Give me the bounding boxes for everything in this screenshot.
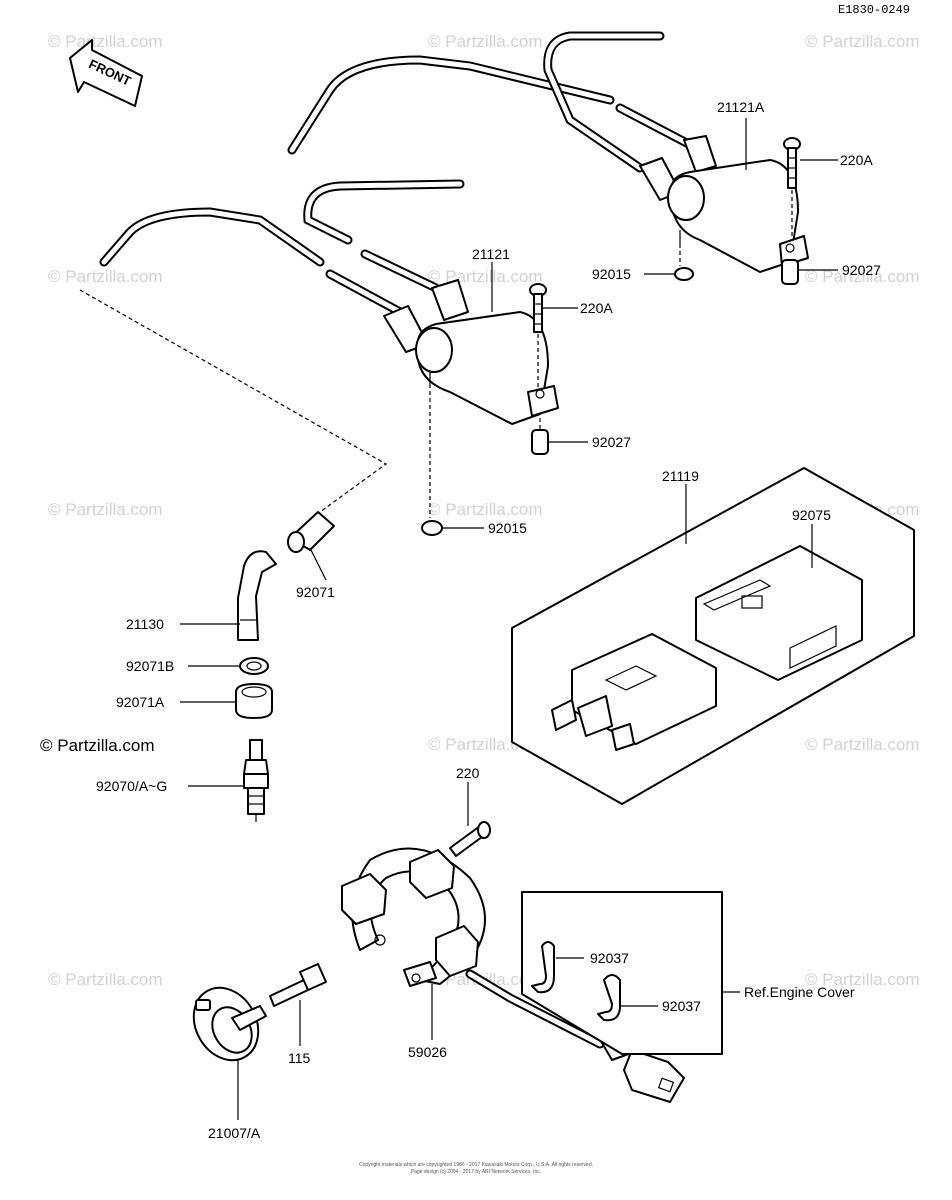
pickup-coil-59026 [341, 847, 685, 1103]
spark-plug-92070 [243, 739, 269, 822]
label-92071A: 92071A [116, 694, 165, 710]
grommet-92015-upper [674, 244, 694, 281]
routing-line [79, 289, 388, 513]
watermark: © Partzilla.com [48, 970, 163, 989]
label-ref-engine-cover: Ref.Engine Cover [744, 984, 855, 1000]
ignition-coil-upper [287, 31, 809, 273]
label-21119: 21119 [662, 468, 699, 484]
watermark: © Partzilla.com [428, 32, 543, 51]
label-220A-upper: 220A [840, 152, 873, 168]
copyright-footer: Copyright materials which are copyrighte… [359, 1162, 593, 1175]
copyright-line-2: Page design (c) 2004 - 2017 by ARI Netwo… [411, 1169, 541, 1175]
label-115: 115 [288, 1050, 311, 1066]
collar-92027-upper [781, 259, 799, 285]
label-220A-middle: 220A [580, 300, 613, 316]
washer-92071B [239, 657, 269, 675]
diagram-code: E1830-0249 [838, 3, 910, 17]
label-92071: 92071 [296, 584, 335, 600]
label-21121: 21121 [472, 246, 510, 262]
leader-lines [180, 118, 838, 1120]
label-59026: 59026 [408, 1044, 447, 1060]
label-21007: 21007/A [208, 1125, 261, 1141]
ignition-coil-middle [99, 179, 559, 425]
label-92027-middle: 92027 [592, 434, 631, 450]
collar-92027-middle [531, 418, 549, 455]
rotor-21007 [192, 986, 267, 1062]
watermark-main: © Partzilla.com [40, 736, 155, 755]
watermark: © Partzilla.com [428, 500, 543, 519]
label-92075: 92075 [792, 507, 831, 523]
watermark: © Partzilla.com [805, 970, 920, 989]
label-92071B: 92071B [126, 658, 174, 674]
label-92070: 92070/A~G [96, 778, 167, 794]
copyright-line-1: Copyright materials which are copyrighte… [359, 1162, 593, 1168]
watermark: © Partzilla.com [48, 32, 163, 51]
label-92015-upper: 92015 [592, 266, 631, 282]
bolt-220A-upper [783, 137, 801, 240]
bolt-220A-middle [529, 283, 547, 388]
label-21121A: 21121A [717, 99, 765, 115]
label-220: 220 [456, 765, 480, 781]
bolt-220 [449, 821, 491, 857]
bolt-115 [269, 963, 327, 1007]
label-92015-middle: 92015 [488, 520, 527, 536]
cap-92071 [287, 511, 335, 553]
part-labels: 21121A 220A 92015 92027 21121 220A 92027… [96, 99, 881, 1141]
front-arrow-icon: FRONT [69, 39, 143, 107]
watermark: © Partzilla.com [805, 735, 920, 754]
igniter-unit-21119 [511, 467, 915, 805]
watermark: © Partzilla.com [805, 32, 920, 51]
label-92037-a: 92037 [590, 950, 629, 966]
watermark: © Partzilla.com [805, 267, 920, 286]
plug-cap-21130 [237, 550, 277, 641]
label-21130: 21130 [126, 616, 164, 632]
watermark: © Partzilla.com [48, 500, 163, 519]
ref-engine-cover-group [521, 891, 723, 1055]
label-92027-upper: 92027 [842, 262, 881, 278]
seal-92071A [235, 683, 273, 719]
watermark: © Partzilla.com [48, 267, 163, 286]
label-92037-b: 92037 [662, 998, 701, 1014]
